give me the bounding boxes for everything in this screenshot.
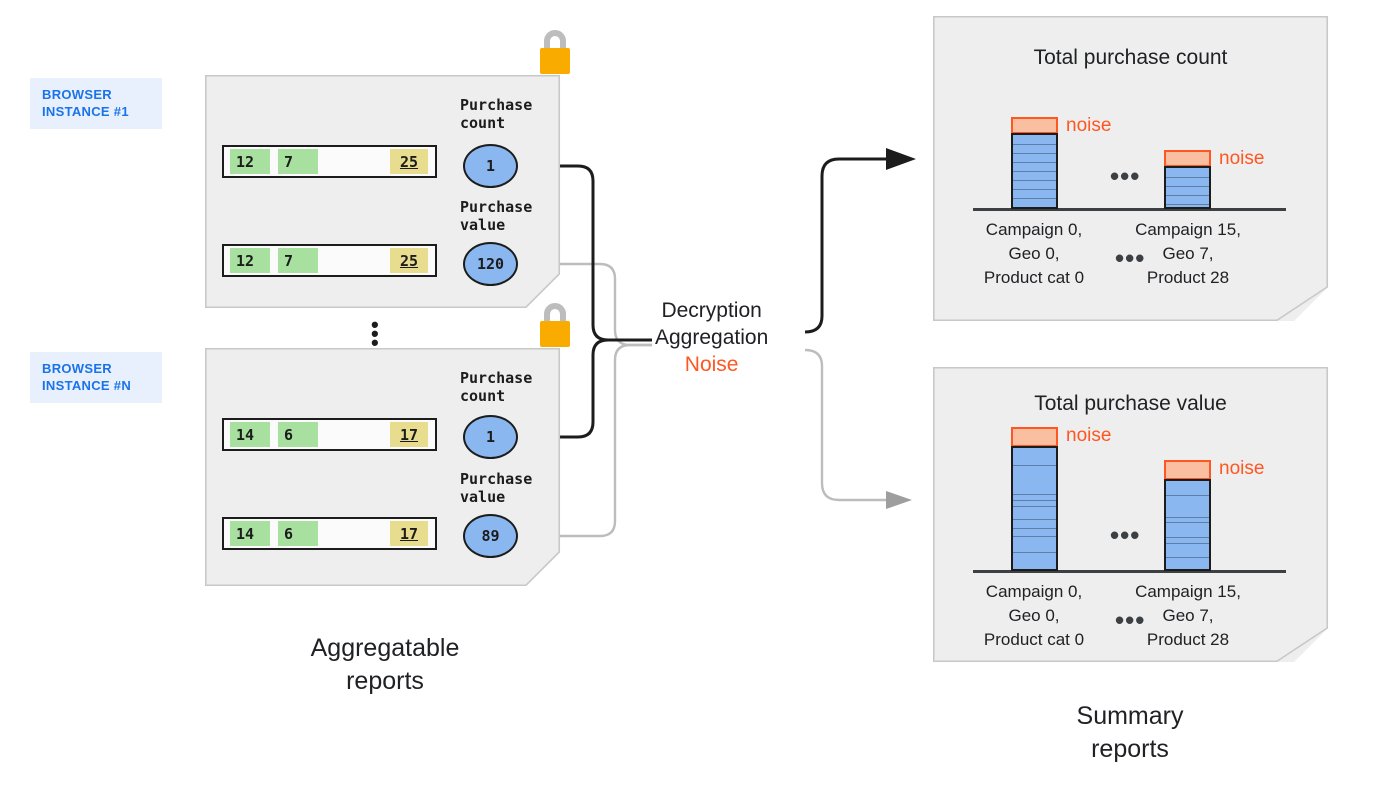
metric-bubble-purchase-value: 89 (463, 514, 518, 558)
chart-value-category-1: Campaign 15, Geo 7, Product 28 (1135, 582, 1241, 649)
summary-report-card-value (933, 367, 1328, 662)
chart-value-bar-0 (1011, 446, 1058, 571)
chart-value-region: Total purchase value noise ••• noise Cam… (933, 367, 1328, 662)
report-cell-value-text: 17 (399, 524, 419, 543)
report-cell-value: 25 (390, 149, 428, 174)
caption-summary-reports: Summary reports (1076, 702, 1184, 763)
padlock-icon (540, 303, 570, 347)
summary-report-card-count (933, 16, 1328, 321)
chart-value-category-0: Campaign 0, Geo 0, Product cat 0 (983, 582, 1085, 649)
report-cell-value-text: 17 (399, 425, 419, 444)
process-label: Decryption Aggregation Noise (655, 297, 768, 378)
chart-value-baseline (973, 570, 1286, 573)
report-cell-key: 7 (278, 248, 318, 273)
chart-count-bar-1 (1164, 166, 1211, 209)
browser-instance-1-label: BROWSER INSTANCE #1 (42, 87, 129, 119)
arrowhead-count (886, 148, 916, 170)
report-cell-key: 6 (278, 521, 318, 546)
chart-value-plot-ellipsis: ••• (1110, 520, 1141, 550)
arrowhead-value (886, 491, 912, 509)
summary-report-card-count-outline (933, 16, 1329, 322)
report-cell-value: 25 (390, 248, 428, 273)
report-cell-key: 14 (230, 521, 270, 546)
browser-instance-1-chip: BROWSER INSTANCE #1 (30, 78, 162, 129)
caption-aggregatable-reports: Aggregatable reports (310, 634, 460, 695)
report-cell-key: 6 (278, 422, 318, 447)
wire-out-value (804, 348, 888, 502)
chart-count-noise-bar-0 (1011, 117, 1058, 134)
metric-bubble-purchase-count: 1 (463, 144, 518, 188)
process-line-aggregation: Aggregation (655, 326, 769, 349)
metric-label-purchase-value: Purchase value (460, 470, 533, 506)
report-cell-value: 17 (390, 521, 428, 546)
chart-value-noise-bar-0 (1011, 427, 1058, 447)
metric-label-purchase-count: Purchase count (460, 369, 533, 405)
chart-count-region: Total purchase count noise ••• noise Cam… (933, 16, 1328, 321)
chart-count-category-1: Campaign 15, Geo 7, Product 28 (1135, 220, 1241, 287)
metric-bubble-purchase-value: 120 (463, 242, 518, 286)
chart-title-value: Total purchase value (1034, 392, 1227, 415)
instances-ellipsis: ••• (371, 312, 379, 355)
chart-count-baseline (973, 208, 1286, 211)
chart-count-noise-label-1: noise (1219, 148, 1265, 169)
chart-title-count: Total purchase count (1033, 46, 1228, 69)
metric-label-purchase-value: Purchase value (460, 198, 533, 234)
report-cell-value-text: 25 (399, 251, 419, 270)
chart-count-noise-label-0: noise (1066, 115, 1112, 136)
report-cell-key: 7 (278, 149, 318, 174)
process-line-decryption: Decryption (661, 299, 762, 322)
report-cell-key: 12 (230, 149, 270, 174)
report-row: 14 6 17 (222, 517, 437, 550)
chart-value-noise-label-1: noise (1219, 458, 1265, 479)
chart-value-noise-label-0: noise (1066, 425, 1112, 446)
chart-count-bar-0 (1011, 133, 1058, 209)
chart-count-category-0: Campaign 0, Geo 0, Product cat 0 (983, 220, 1085, 287)
metric-bubble-purchase-count: 1 (463, 415, 518, 459)
process-line-noise: Noise (684, 353, 739, 376)
chart-value-noise-bar-1 (1164, 460, 1211, 480)
report-row: 12 7 25 (222, 244, 437, 277)
metric-label-purchase-count: Purchase count (460, 96, 533, 132)
report-cell-value-text: 25 (399, 152, 419, 171)
report-cell-value: 17 (390, 422, 428, 447)
report-cell-key: 14 (230, 422, 270, 447)
browser-instance-n-chip: BROWSER INSTANCE #N (30, 352, 162, 403)
browser-instance-n-label: BROWSER INSTANCE #N (42, 361, 132, 393)
report-row: 12 7 25 (222, 145, 437, 178)
report-cell-key: 12 (230, 248, 270, 273)
aggregatable-report-card-1-outline (205, 75, 561, 309)
chart-count-plot-ellipsis: ••• (1110, 161, 1141, 191)
summary-report-card-value-outline (933, 367, 1329, 663)
padlock-icon (540, 30, 570, 74)
aggregatable-report-card-n-outline (205, 348, 561, 587)
report-row: 14 6 17 (222, 418, 437, 451)
chart-value-bar-1 (1164, 479, 1211, 571)
wire-out-count (804, 157, 888, 334)
chart-count-noise-bar-1 (1164, 150, 1211, 167)
